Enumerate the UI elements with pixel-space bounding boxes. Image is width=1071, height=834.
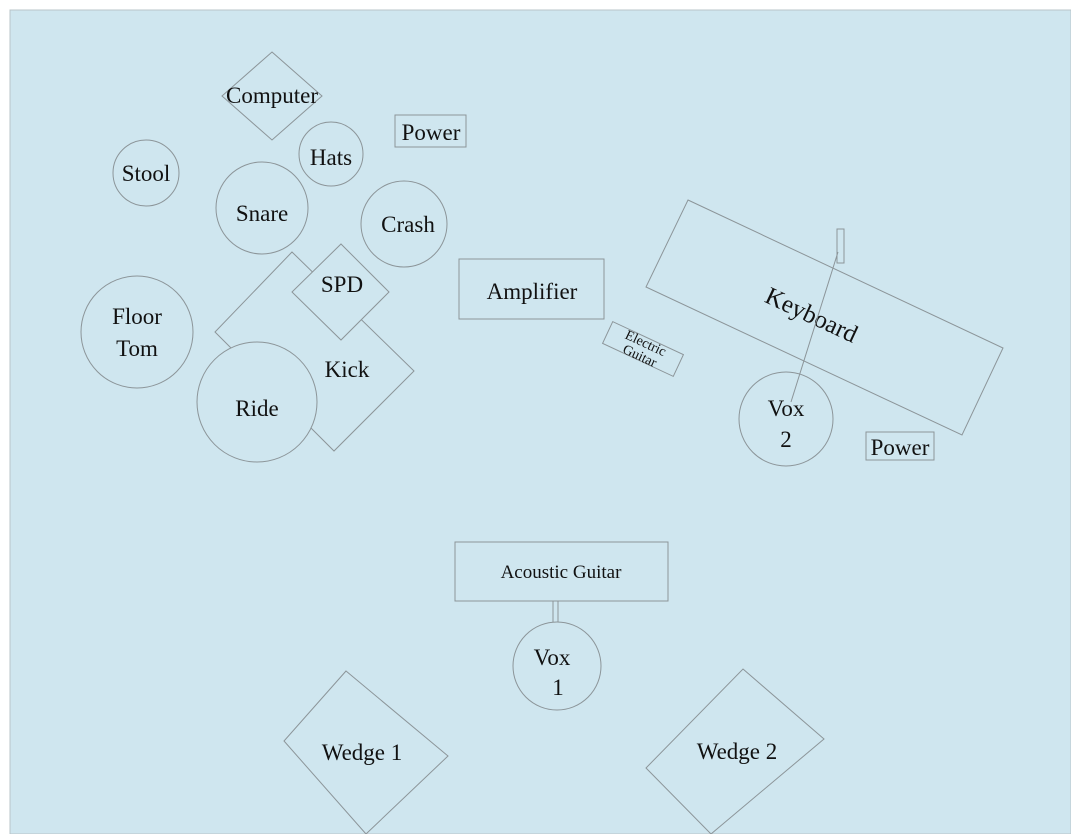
vox1-label-line1: Vox xyxy=(534,645,571,670)
vox-1-mic: Vox 1 xyxy=(512,621,602,711)
hats-label: Hats xyxy=(310,145,352,170)
amplifier: Amplifier xyxy=(458,258,605,320)
drum-stool: Stool xyxy=(112,139,180,207)
crash-cymbal: Crash xyxy=(360,180,448,268)
acoustic-guitar: Acoustic Guitar xyxy=(454,541,669,602)
power-outlet-right: Power xyxy=(865,431,935,461)
amplifier-label: Amplifier xyxy=(487,279,578,304)
floor-tom-label-line2: Tom xyxy=(116,336,158,361)
wedge-2-monitor: Wedge 2 xyxy=(645,668,825,834)
hi-hats: Hats xyxy=(298,121,364,187)
snare-label: Snare xyxy=(236,201,288,226)
stool-label: Stool xyxy=(122,161,171,186)
ride-cymbal: Ride xyxy=(196,341,318,463)
vox-2-mic-stand xyxy=(790,228,845,403)
vox-2-mic: Vox 2 xyxy=(738,371,834,467)
wedge-1-monitor: Wedge 1 xyxy=(283,670,449,834)
vox2-label-line2: 2 xyxy=(780,427,792,452)
spd-pad: SPD xyxy=(291,243,390,341)
crash-label: Crash xyxy=(381,212,435,237)
vox2-label-line1: Vox xyxy=(768,396,805,421)
spd-label: SPD xyxy=(321,272,363,297)
power-right-label: Power xyxy=(871,435,930,460)
keyboard: Keyboard xyxy=(645,199,1004,436)
power-outlet-top: Power xyxy=(394,114,467,148)
stage-area xyxy=(9,9,1071,834)
ride-label: Ride xyxy=(235,396,278,421)
power-top-label: Power xyxy=(402,120,461,145)
floor-tom-label-line1: Floor xyxy=(112,304,162,329)
snare-drum: Snare xyxy=(215,161,309,255)
kick-drum: Kick xyxy=(214,251,415,452)
wedge2-label: Wedge 2 xyxy=(697,739,778,764)
kick-label: Kick xyxy=(325,357,370,382)
computer-label: Computer xyxy=(226,83,318,108)
floor-tom: Floor Tom xyxy=(80,275,194,389)
acoustic-guitar-label: Acoustic Guitar xyxy=(501,562,623,583)
computer-shape: Computer xyxy=(221,51,323,141)
electric-guitar: Electric Guitar xyxy=(601,320,685,378)
wedge1-label: Wedge 1 xyxy=(322,740,403,765)
vox1-label-line2: 1 xyxy=(552,675,564,700)
